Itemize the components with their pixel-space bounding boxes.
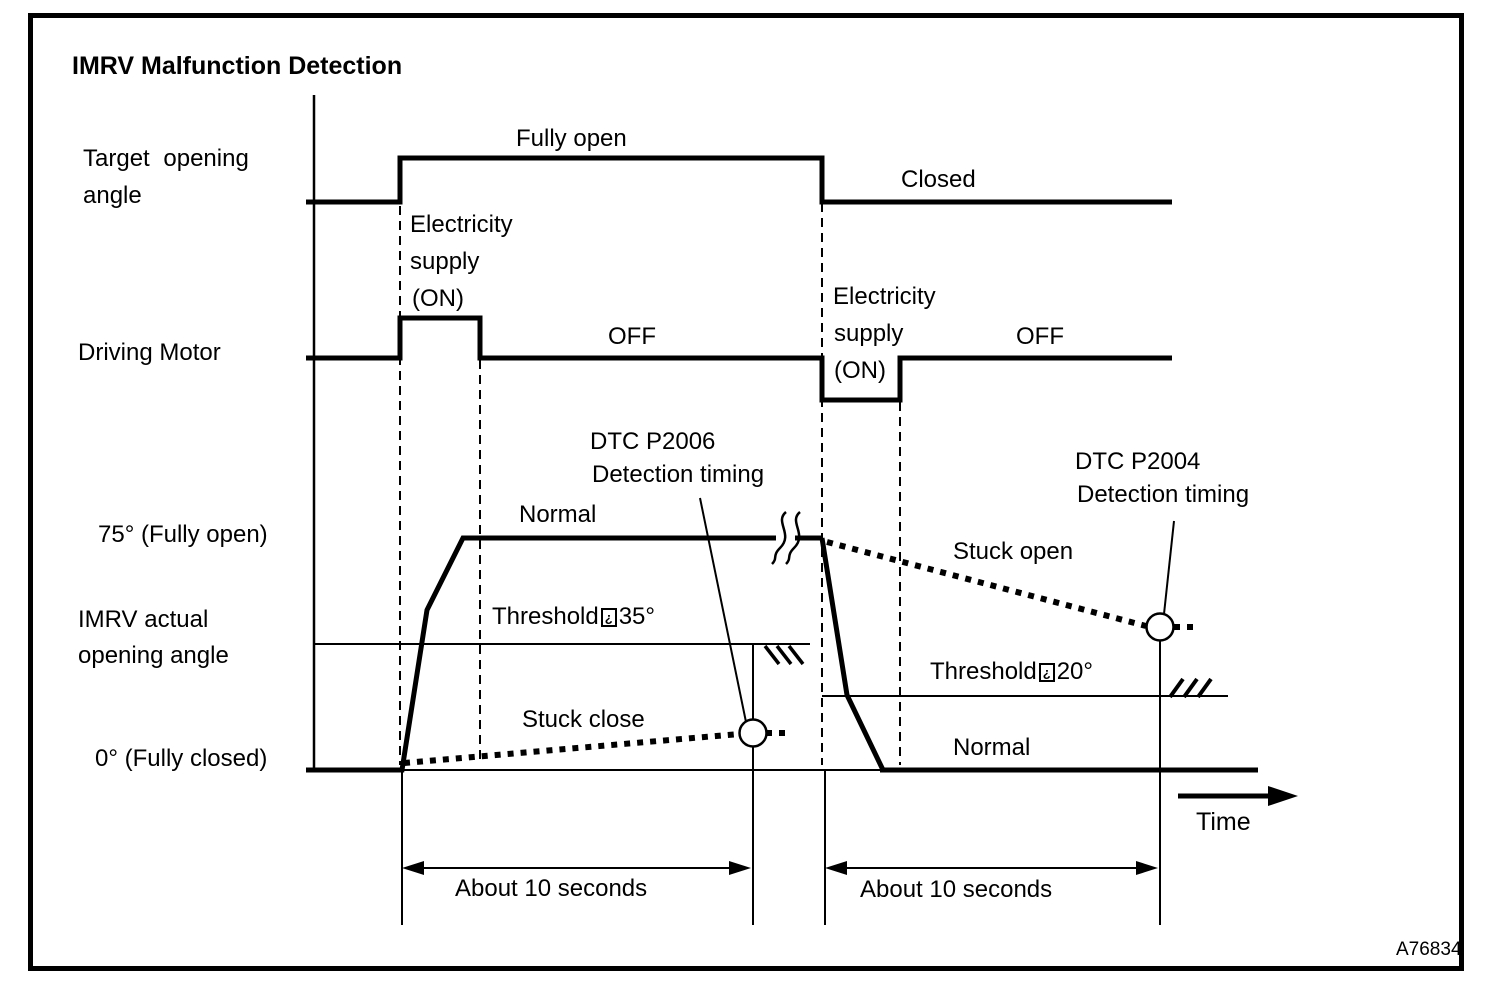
stuck-close-dotted-trace	[403, 731, 740, 766]
imrv-normal-fall-trace	[819, 537, 886, 772]
dtc-p2004-callout-line	[1163, 520, 1175, 615]
stuck-close-label: Stuck close	[522, 706, 645, 733]
duration-arrow-right	[825, 861, 1158, 875]
stuck-open-label: Stuck open	[953, 538, 1074, 565]
driving-motor-label: Driving Motor	[78, 339, 221, 366]
imrv-row-label-line2: opening angle	[78, 642, 229, 669]
threshold-20-label: Threshold¿20°	[930, 658, 1093, 686]
threshold-20-prefix: Threshold	[930, 658, 1037, 685]
level-0-label: 0° (Fully closed)	[95, 745, 268, 772]
electricity-supply1-line1: Electricity	[410, 211, 513, 238]
threshold-35-value: 35°	[618, 603, 655, 630]
motor-off2-label: OFF	[1016, 323, 1064, 350]
driving-motor-trace	[306, 315, 1172, 403]
dtc-p2006-label-line2: Detection timing	[592, 461, 765, 488]
electricity-supply2-line1: Electricity	[833, 283, 936, 310]
threshold-20-value: 20°	[1056, 658, 1093, 685]
duration-left-label: About 10 seconds	[455, 875, 648, 902]
dtc-p2004-label-line1: DTC P2004	[1075, 448, 1201, 475]
dtc-p2004-detection-point-icon	[1145, 612, 1175, 642]
threshold-35-prefix: Threshold	[492, 603, 599, 630]
measurement-extension-lines	[401, 641, 1161, 925]
electricity-supply1-line3: (ON)	[412, 285, 464, 312]
dtc-p2006-label-line1: DTC P2006	[590, 428, 716, 455]
level-75-label: 75° (Fully open)	[98, 521, 268, 548]
dtc-p2006-callout-line	[699, 497, 747, 723]
stuck-open-dotted-trace	[826, 539, 1147, 629]
duration-arrow-left	[402, 861, 751, 875]
electricity-supply2-line3: (ON)	[834, 357, 886, 384]
threshold-20-hatch-marks	[1168, 677, 1213, 699]
dtc-p2006-detection-point-icon	[738, 718, 768, 748]
diagram-title: IMRV Malfunction Detection	[72, 52, 403, 80]
dashed-timing-lines	[399, 203, 901, 765]
closed-label: Closed	[901, 166, 976, 193]
time-axis-arrow-icon	[1178, 786, 1298, 806]
time-axis-label: Time	[1196, 808, 1251, 836]
electricity-supply1-line2: supply	[410, 248, 480, 275]
electricity-supply2-line2: supply	[834, 320, 904, 347]
threshold-35-label: Threshold¿35°	[492, 603, 655, 631]
imrv-normal-rise-trace	[306, 535, 822, 773]
tofu-glyph-icon: ¿	[600, 608, 617, 627]
target-row-label-line2: angle	[83, 182, 142, 209]
dtc-p2004-label-line2: Detection timing	[1077, 481, 1250, 508]
tofu-glyph-icon: ¿	[1038, 663, 1055, 682]
target-row-label-line1: Target opening	[83, 145, 249, 172]
threshold-35-hatch-marks	[763, 644, 805, 666]
normal-right-label: Normal	[953, 734, 1031, 761]
break-squiggle-icon	[771, 511, 801, 565]
normal-left-label: Normal	[519, 501, 597, 528]
diagram-border	[28, 13, 1464, 971]
figure-id-label: A76834	[1396, 939, 1462, 960]
motor-off1-label: OFF	[608, 323, 656, 350]
target-opening-angle-trace	[306, 155, 1172, 205]
fully-open-label: Fully open	[516, 125, 627, 152]
duration-right-label: About 10 seconds	[860, 876, 1053, 903]
imrv-row-label-line1: IMRV actual	[78, 606, 209, 633]
